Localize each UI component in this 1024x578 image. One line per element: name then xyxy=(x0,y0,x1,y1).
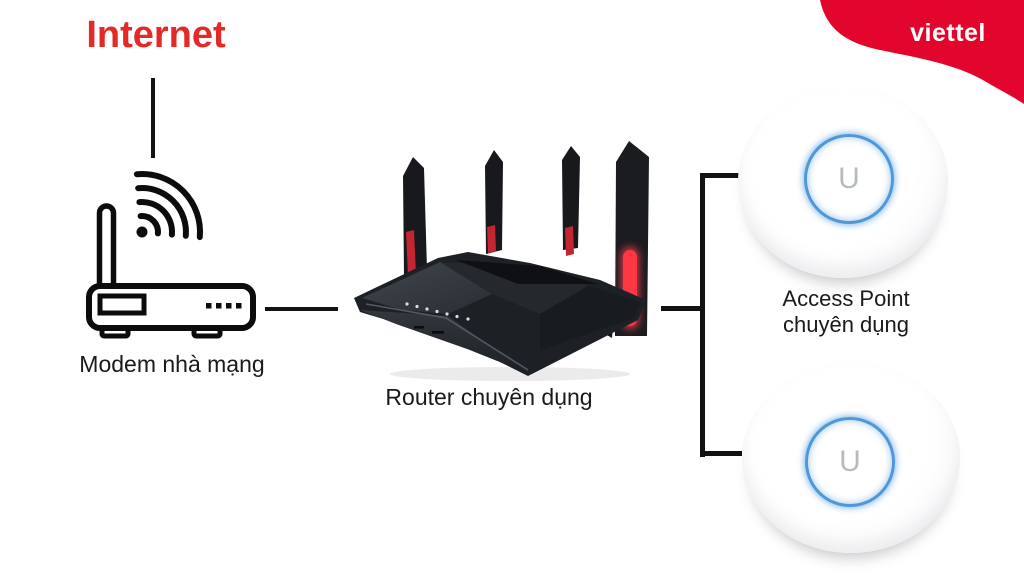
internet-label: Internet xyxy=(86,14,226,56)
branch-line-top-ap xyxy=(703,173,743,178)
access-point-label: Access Point chuyên dụng xyxy=(746,286,946,338)
modem-icon xyxy=(86,170,256,339)
ap-blue-ring: U xyxy=(804,133,894,224)
branch-line-bottom-ap xyxy=(703,451,742,456)
ubiquiti-u-icon: U xyxy=(839,444,861,478)
ap-blue-ring: U xyxy=(805,416,895,507)
modem-antenna xyxy=(96,203,117,297)
modem-led-dots xyxy=(206,303,242,309)
router-led-dots xyxy=(405,302,470,321)
access-point-top: U xyxy=(738,85,948,278)
viettel-red-swoosh xyxy=(820,0,1024,104)
modem-display xyxy=(97,293,147,316)
access-point-label-line2: chuyên dụng xyxy=(783,312,909,337)
access-point-bottom: U xyxy=(742,362,960,553)
wifi-dot xyxy=(136,226,148,238)
router-body xyxy=(354,252,646,381)
ubiquiti-u-icon: U xyxy=(838,161,860,195)
line-internet-to-modem xyxy=(151,78,155,158)
viettel-wordmark: viettel xyxy=(910,19,986,47)
modem-label: Modem nhà mạng xyxy=(79,351,265,377)
access-point-label-line1: Access Point xyxy=(782,286,910,311)
line-router-to-bracket xyxy=(661,306,702,311)
router-image xyxy=(354,141,649,381)
line-modem-to-router xyxy=(265,307,338,311)
wifi-waves-icon xyxy=(133,170,204,241)
bracket-vertical-line xyxy=(700,173,705,457)
viettel-logo: viettel xyxy=(820,0,1024,104)
router-label: Router chuyên dụng xyxy=(385,384,593,410)
